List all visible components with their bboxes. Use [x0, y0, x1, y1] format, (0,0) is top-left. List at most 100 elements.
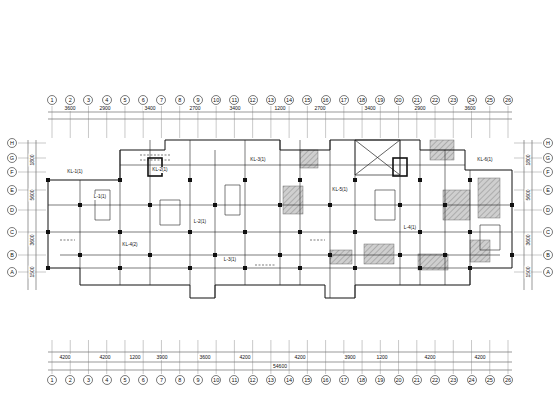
axis-bubble: 4	[102, 95, 112, 105]
beam-tag: KL-3(1)	[249, 157, 266, 163]
axis-number: 12	[248, 375, 258, 385]
axis-bubble: F	[543, 167, 553, 177]
axis-bubble: C	[7, 227, 17, 237]
axis-bubble: 13	[266, 375, 276, 385]
axis-number: 13	[266, 95, 276, 105]
beam-tag: KL-4(2)	[121, 242, 138, 248]
axis-number: 3	[83, 375, 93, 385]
axis-number: A	[7, 267, 17, 277]
axis-number: B	[543, 250, 553, 260]
axis-bubble: 24	[467, 375, 477, 385]
dimension-text: 3600	[463, 105, 476, 111]
axis-number: 8	[175, 95, 185, 105]
axis-bubble: 11	[229, 375, 239, 385]
axis-number: 10	[211, 95, 221, 105]
axis-bubble: 17	[339, 95, 349, 105]
axis-number: G	[543, 153, 553, 163]
axis-bubble: H	[7, 138, 17, 148]
axis-number: 1	[47, 95, 57, 105]
dimension-text: 4200	[98, 354, 111, 360]
axis-number: 18	[357, 375, 367, 385]
dimension-text: 3600	[63, 105, 76, 111]
axis-number: H	[7, 138, 17, 148]
axis-bubble: 10	[211, 95, 221, 105]
beam-tag: L-2(1)	[193, 219, 207, 225]
axis-number: F	[543, 167, 553, 177]
axis-bubble: 12	[248, 375, 258, 385]
axis-number: 25	[485, 375, 495, 385]
beam-tag: KL-6(1)	[476, 157, 493, 163]
axis-number: 17	[339, 95, 349, 105]
axis-bubble: 4	[102, 375, 112, 385]
dimension-text: 3600	[525, 233, 531, 246]
axis-number: 12	[248, 95, 258, 105]
axis-number: 6	[138, 375, 148, 385]
beam-tag: KL-5(1)	[331, 187, 348, 193]
axis-bubble: 18	[357, 95, 367, 105]
axis-number: 4	[102, 95, 112, 105]
dimension-text: 4200	[58, 354, 71, 360]
dimension-text: 1800	[29, 153, 35, 166]
axis-number: E	[543, 185, 553, 195]
axis-bubble: 10	[211, 375, 221, 385]
dimension-text: 3400	[143, 105, 156, 111]
dimension-text: 3900	[155, 354, 168, 360]
axis-number: 26	[503, 95, 513, 105]
axis-bubble: 8	[175, 375, 185, 385]
axis-bubble: 5	[120, 375, 130, 385]
axis-bubble: 25	[485, 375, 495, 385]
axis-number: 2	[65, 375, 75, 385]
axis-bubble: 24	[467, 95, 477, 105]
axis-number: E	[7, 185, 17, 195]
axis-bubble: F	[7, 167, 17, 177]
axis-number: A	[543, 267, 553, 277]
axis-bubble: A	[7, 267, 17, 277]
axis-number: 22	[430, 95, 440, 105]
dimension-text: 5600	[525, 188, 531, 201]
axis-number: D	[7, 205, 17, 215]
axis-bubble: 18	[357, 375, 367, 385]
dimension-text: 4200	[473, 354, 486, 360]
axis-bubble: 19	[375, 375, 385, 385]
dimension-text: 2900	[413, 105, 426, 111]
axis-bubble: 6	[138, 375, 148, 385]
axis-bubble: 16	[321, 375, 331, 385]
dimension-text: 1200	[128, 354, 141, 360]
axis-number: 7	[156, 95, 166, 105]
axis-number: 18	[357, 95, 367, 105]
dimension-text: 4200	[423, 354, 436, 360]
beam-tag: L-3(1)	[223, 257, 237, 263]
axis-number: 9	[193, 95, 203, 105]
dimension-text: 4200	[293, 354, 306, 360]
axis-bubble: H	[543, 138, 553, 148]
axis-bubble: E	[543, 185, 553, 195]
axis-number: 6	[138, 95, 148, 105]
axis-bubble: 21	[412, 95, 422, 105]
dimension-text: 54600	[272, 363, 288, 369]
axis-number: C	[7, 227, 17, 237]
axis-number: 5	[120, 95, 130, 105]
axis-bubble: 20	[394, 95, 404, 105]
axis-number: 4	[102, 375, 112, 385]
axis-number: 14	[284, 95, 294, 105]
axis-number: 22	[430, 375, 440, 385]
axis-number: 3	[83, 95, 93, 105]
axis-number: B	[7, 250, 17, 260]
axis-bubble: 23	[448, 95, 458, 105]
axis-number: 14	[284, 375, 294, 385]
axis-number: 5	[120, 375, 130, 385]
axis-bubble: 13	[266, 95, 276, 105]
axis-bubble: 2	[65, 375, 75, 385]
dimension-text: 3900	[343, 354, 356, 360]
dimension-text: 2700	[313, 105, 326, 111]
axis-bubble: 5	[120, 95, 130, 105]
dimension-text: 2900	[98, 105, 111, 111]
axis-bubble: 17	[339, 375, 349, 385]
axis-bubble: 22	[430, 375, 440, 385]
axis-number: 11	[229, 95, 239, 105]
axis-bubble: D	[7, 205, 17, 215]
axis-bubble: G	[7, 153, 17, 163]
axis-bubble: 7	[156, 375, 166, 385]
dimension-text: 3600	[29, 233, 35, 246]
